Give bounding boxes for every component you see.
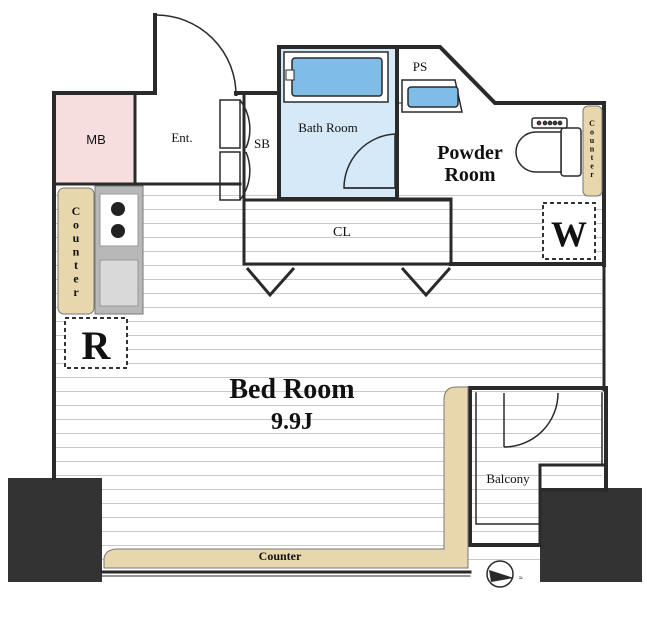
closet-doors xyxy=(245,267,452,298)
bathtub xyxy=(283,51,389,103)
mb-label: MB xyxy=(86,132,106,147)
counter-letter: u xyxy=(73,231,80,245)
powder-counter xyxy=(582,105,603,197)
bed-room-size: 9.9J xyxy=(271,409,313,435)
bath-door xyxy=(343,133,396,189)
washer-box xyxy=(542,202,596,260)
sb-label: SB xyxy=(254,136,270,151)
sb-door xyxy=(219,99,251,201)
kitchen-counter-label: Counter xyxy=(72,204,81,299)
balcony-label: Balcony xyxy=(486,471,530,486)
counter-letter: r xyxy=(73,285,79,299)
counter-letter: o xyxy=(73,218,79,232)
walls xyxy=(52,13,608,577)
counter-letter: n xyxy=(73,245,80,259)
bottom-counter-label: Counter xyxy=(259,549,302,563)
counter-letter: e xyxy=(73,272,79,286)
washer-mark: W xyxy=(551,214,587,254)
balcony-door xyxy=(503,392,559,448)
counter-letter: C xyxy=(72,204,81,218)
powder-room-label-1: Powder xyxy=(437,142,503,164)
column-right xyxy=(540,488,642,582)
bath-room-label: Bath Room xyxy=(298,120,358,135)
powder-sink xyxy=(401,79,463,113)
powder-counter-label: Counter xyxy=(589,119,595,179)
refrigerator-mark: R xyxy=(82,323,112,368)
column-left xyxy=(8,478,102,582)
counter-letter: C xyxy=(589,119,595,128)
counter-letter: o xyxy=(590,128,594,137)
counter-letter: u xyxy=(590,136,595,145)
stove xyxy=(94,185,144,315)
mb-fill xyxy=(56,95,134,183)
counter-letter: r xyxy=(590,170,594,179)
toilet-icon xyxy=(515,117,582,177)
bedroom-floor xyxy=(56,190,602,570)
counter-letter: e xyxy=(590,162,594,171)
counter-letter: t xyxy=(74,258,78,272)
kitchen-counter xyxy=(57,187,95,315)
refrigerator-box xyxy=(64,317,128,369)
counter-letter: n xyxy=(590,145,595,154)
powder-room-label-2: Room xyxy=(444,164,495,186)
svg-text:≈: ≈ xyxy=(519,575,523,582)
entrance-door xyxy=(154,14,238,97)
ps-label: PS xyxy=(413,59,427,74)
right-counter xyxy=(103,386,469,569)
counter-letter: t xyxy=(591,153,594,162)
entrance-label: Ent. xyxy=(171,130,192,145)
bed-room-label: Bed Room xyxy=(229,374,354,405)
north-arrow-icon: ≈ xyxy=(486,560,523,588)
closet-label: CL xyxy=(333,225,351,240)
